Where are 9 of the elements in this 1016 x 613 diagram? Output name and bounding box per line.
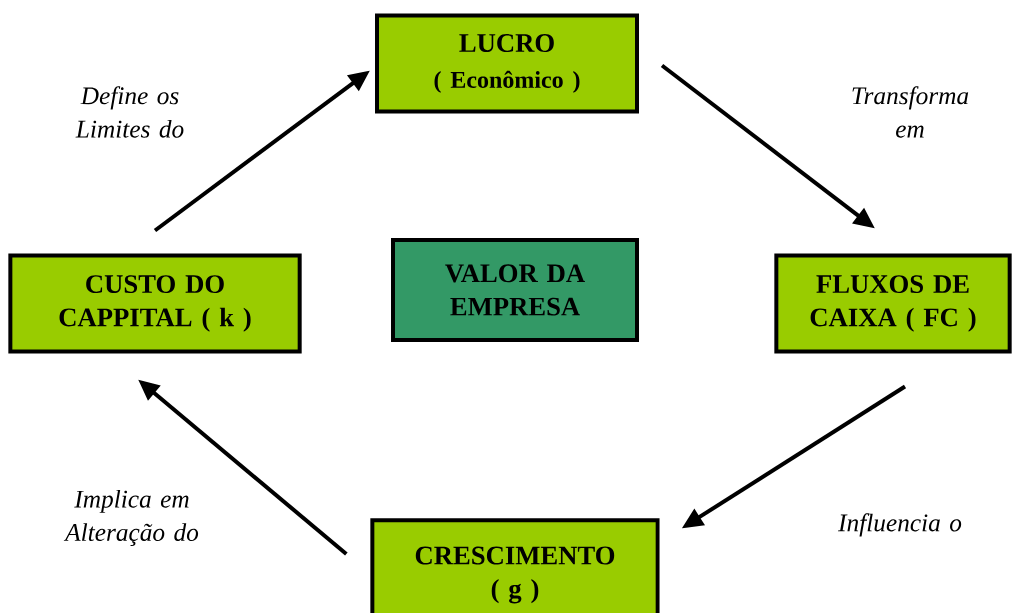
process-box: LUCRO ( Econômico )	[375, 13, 639, 114]
edge-label: Implica em Alteração do	[63, 489, 199, 547]
process-box: VALOR DA EMPRESA	[391, 238, 639, 342]
process-box: CUSTO DO CAPPITAL ( k )	[8, 253, 302, 354]
edge-label: Transforma em	[852, 86, 969, 138]
process-box: FLUXOS DE CAIXA ( FC )	[774, 253, 1012, 354]
process-box: CRESCIMENTO ( g )	[370, 518, 660, 613]
edge-label: Define os Limites do	[75, 86, 184, 138]
edge-label: Influencia o	[838, 513, 962, 537]
